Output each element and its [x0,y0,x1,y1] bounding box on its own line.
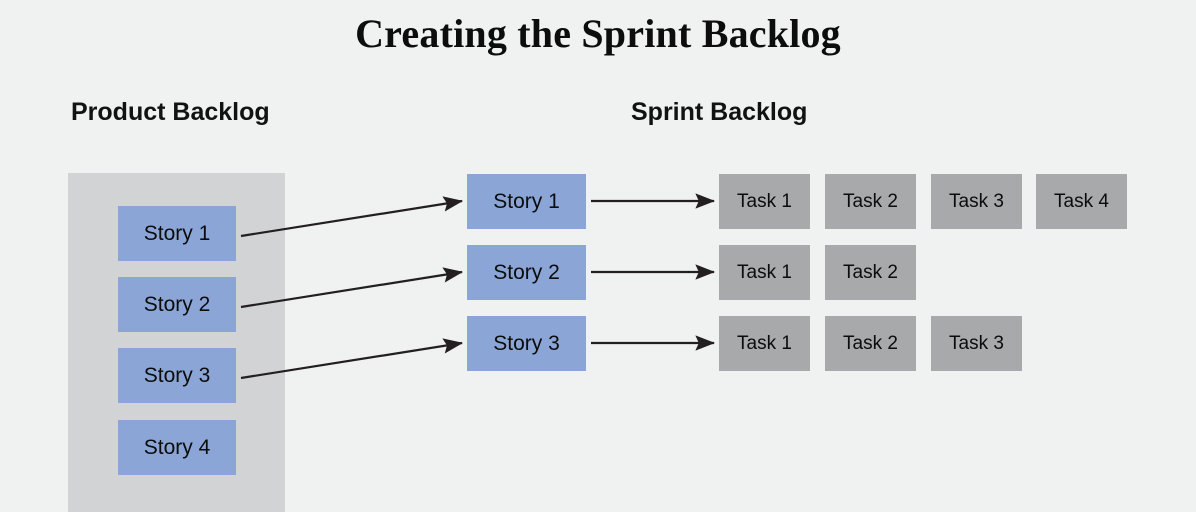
sprint-backlog-story-card[interactable]: Story 1 [467,174,586,229]
task-card[interactable]: Task 2 [825,245,916,300]
sprint-backlog-story-card[interactable]: Story 2 [467,245,586,300]
product-backlog-story-card[interactable]: Story 4 [118,420,236,475]
page-title: Creating the Sprint Backlog [355,11,841,56]
product-backlog-story-card[interactable]: Story 3 [118,348,236,403]
task-card[interactable]: Task 3 [931,316,1022,371]
task-card[interactable]: Task 4 [1036,174,1127,229]
task-card[interactable]: Task 1 [719,245,810,300]
sprint-backlog-header: Sprint Backlog [631,98,808,126]
product-backlog-story-card[interactable]: Story 1 [118,206,236,261]
task-card[interactable]: Task 1 [719,174,810,229]
task-card[interactable]: Task 1 [719,316,810,371]
sprint-backlog-story-card[interactable]: Story 3 [467,316,586,371]
product-backlog-story-card[interactable]: Story 2 [118,277,236,332]
task-card[interactable]: Task 2 [825,174,916,229]
task-card[interactable]: Task 3 [931,174,1022,229]
product-backlog-header: Product Backlog [71,98,270,126]
task-card[interactable]: Task 2 [825,316,916,371]
